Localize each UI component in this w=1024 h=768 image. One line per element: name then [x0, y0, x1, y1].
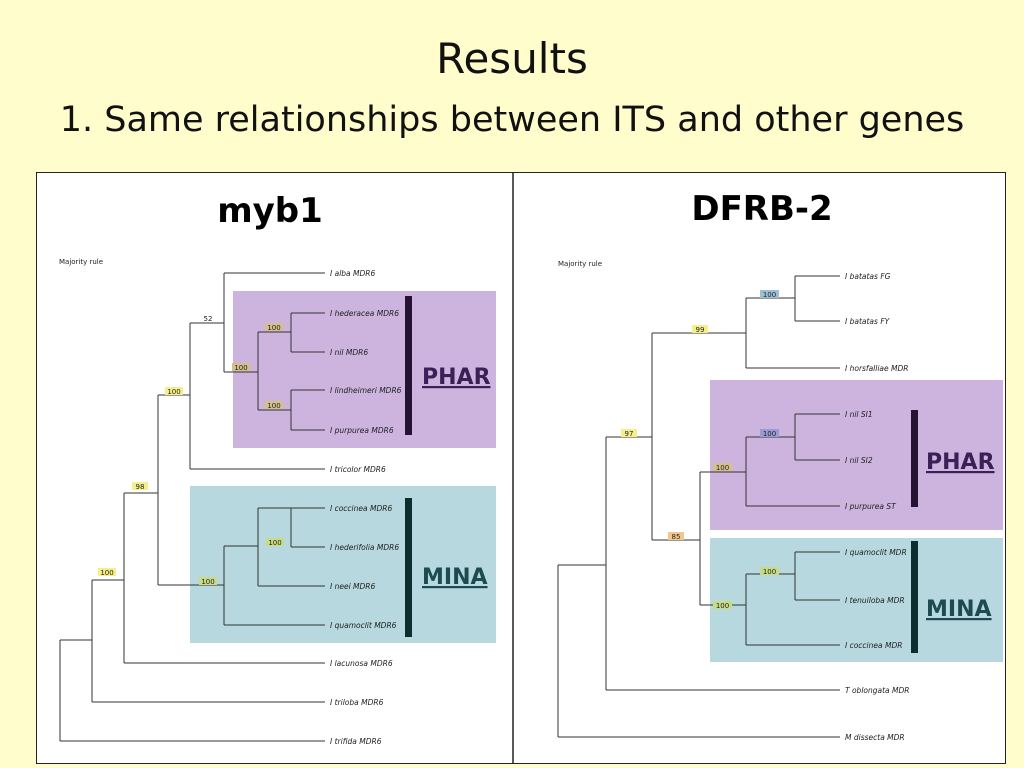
right-support-bg [621, 429, 637, 437]
left-tip-alba: I alba MDR6 [330, 269, 375, 278]
left-tip-triloba: I triloba MDR6 [330, 698, 384, 707]
right-tip-quamoclit: I quamoclit MDR [845, 548, 907, 557]
left-support-bg [165, 387, 183, 395]
right-support-100: 100 [763, 568, 776, 576]
right-mina-box [710, 538, 1003, 662]
right-support-bg [692, 325, 708, 333]
right-support-bg [760, 290, 779, 298]
left-support-bg [232, 363, 250, 371]
right-support-bg [713, 463, 732, 471]
left-support-bg [265, 401, 283, 409]
left-support-100: 100 [267, 402, 280, 410]
right-tip-purpurea: I purpurea ST [845, 502, 897, 511]
right-tip-batatas-fg: I batatas FG [845, 272, 891, 281]
left-support-100: 100 [234, 364, 247, 372]
right-support-bg [668, 532, 684, 540]
left-tip-tricolor: I tricolor MDR6 [330, 465, 386, 474]
left-majority-rule-label: Majority rule [59, 258, 103, 266]
right-tip-coccinea: I coccinea MDR [845, 641, 902, 650]
left-tree-branches [59, 272, 325, 742]
left-tip-trifida: I trifida MDR6 [330, 737, 382, 746]
left-support-52: 52 [204, 315, 213, 323]
right-support-85: 85 [672, 533, 681, 541]
left-tip-coccinea: I coccinea MDR6 [330, 504, 392, 513]
left-mina-label: MINA [422, 565, 488, 590]
left-tip-nil: I nil MDR6 [330, 348, 368, 357]
left-support-98: 98 [136, 483, 145, 491]
right-tip-nil-si1: I nil SI1 [845, 410, 873, 419]
left-tip-hederifolia: I hederifolia MDR6 [330, 543, 399, 552]
left-support-100: 100 [167, 388, 180, 396]
right-phar-label: PHAR [926, 450, 995, 475]
right-phar-bar [911, 410, 918, 507]
left-phar-box [233, 291, 496, 448]
right-support-100: 100 [763, 430, 776, 438]
left-tip-lacunosa: I lacunosa MDR6 [330, 659, 393, 668]
right-support-97: 97 [625, 430, 634, 438]
left-support-bg [265, 323, 283, 331]
right-tip-nil-si2: I nil SI2 [845, 456, 873, 465]
left-tree-panel: myb1 Majority rule PHAR MINA I alba MDR6… [59, 191, 496, 746]
left-support-bg [266, 538, 284, 546]
left-phar-bar [405, 296, 412, 435]
left-support-bg [98, 568, 116, 576]
right-support-100: 100 [716, 602, 729, 610]
right-majority-rule-label: Majority rule [558, 260, 602, 268]
slide-subtitle: 1. Same relationships between ITS and ot… [59, 100, 965, 140]
right-tip-batatas-fy: I batatas FY [845, 317, 891, 326]
slide-title: Results [436, 34, 588, 83]
left-phar-label: PHAR [422, 365, 491, 390]
left-support-100: 100 [201, 578, 214, 586]
right-tip-horsfalliae: I horsfalliae MDR [845, 364, 908, 373]
left-mina-box [190, 486, 496, 643]
right-support-bg [760, 567, 779, 575]
right-support-99: 99 [696, 326, 705, 334]
left-mina-bar [405, 498, 412, 637]
left-support-bg [199, 577, 217, 585]
right-tip-tenuiloba: I tenuiloba MDR [845, 596, 905, 605]
right-tip-oblongata: T oblongata MDR [845, 686, 909, 695]
left-tip-lindheimeri: I lindheimeri MDR6 [330, 386, 402, 395]
right-support-bg [713, 601, 732, 609]
right-mina-bar [911, 541, 918, 653]
right-support-100: 100 [716, 464, 729, 472]
left-support-100: 100 [100, 569, 113, 577]
left-support-100: 100 [267, 324, 280, 332]
left-support-bg [132, 482, 148, 490]
right-tree-branches [557, 275, 840, 738]
left-tree-title: myb1 [217, 191, 323, 231]
left-tip-neei: I neei MDR6 [330, 582, 376, 591]
left-tip-quamoclit: I quamoclit MDR6 [330, 621, 397, 630]
right-tip-dissecta: M dissecta MDR [845, 733, 905, 742]
left-support-100: 100 [268, 539, 281, 547]
right-phar-box [710, 380, 1003, 530]
right-tree-title: DFRB-2 [691, 189, 832, 229]
right-support-bg [760, 429, 779, 437]
right-tree-panel: DFRB-2 Majority rule PHAR MINA I batatas… [557, 189, 1003, 742]
left-tip-hederacea: I hederacea MDR6 [330, 309, 399, 318]
right-mina-label: MINA [926, 597, 992, 622]
left-tip-purpurea: I purpurea MDR6 [330, 426, 394, 435]
right-support-100: 100 [763, 291, 776, 299]
